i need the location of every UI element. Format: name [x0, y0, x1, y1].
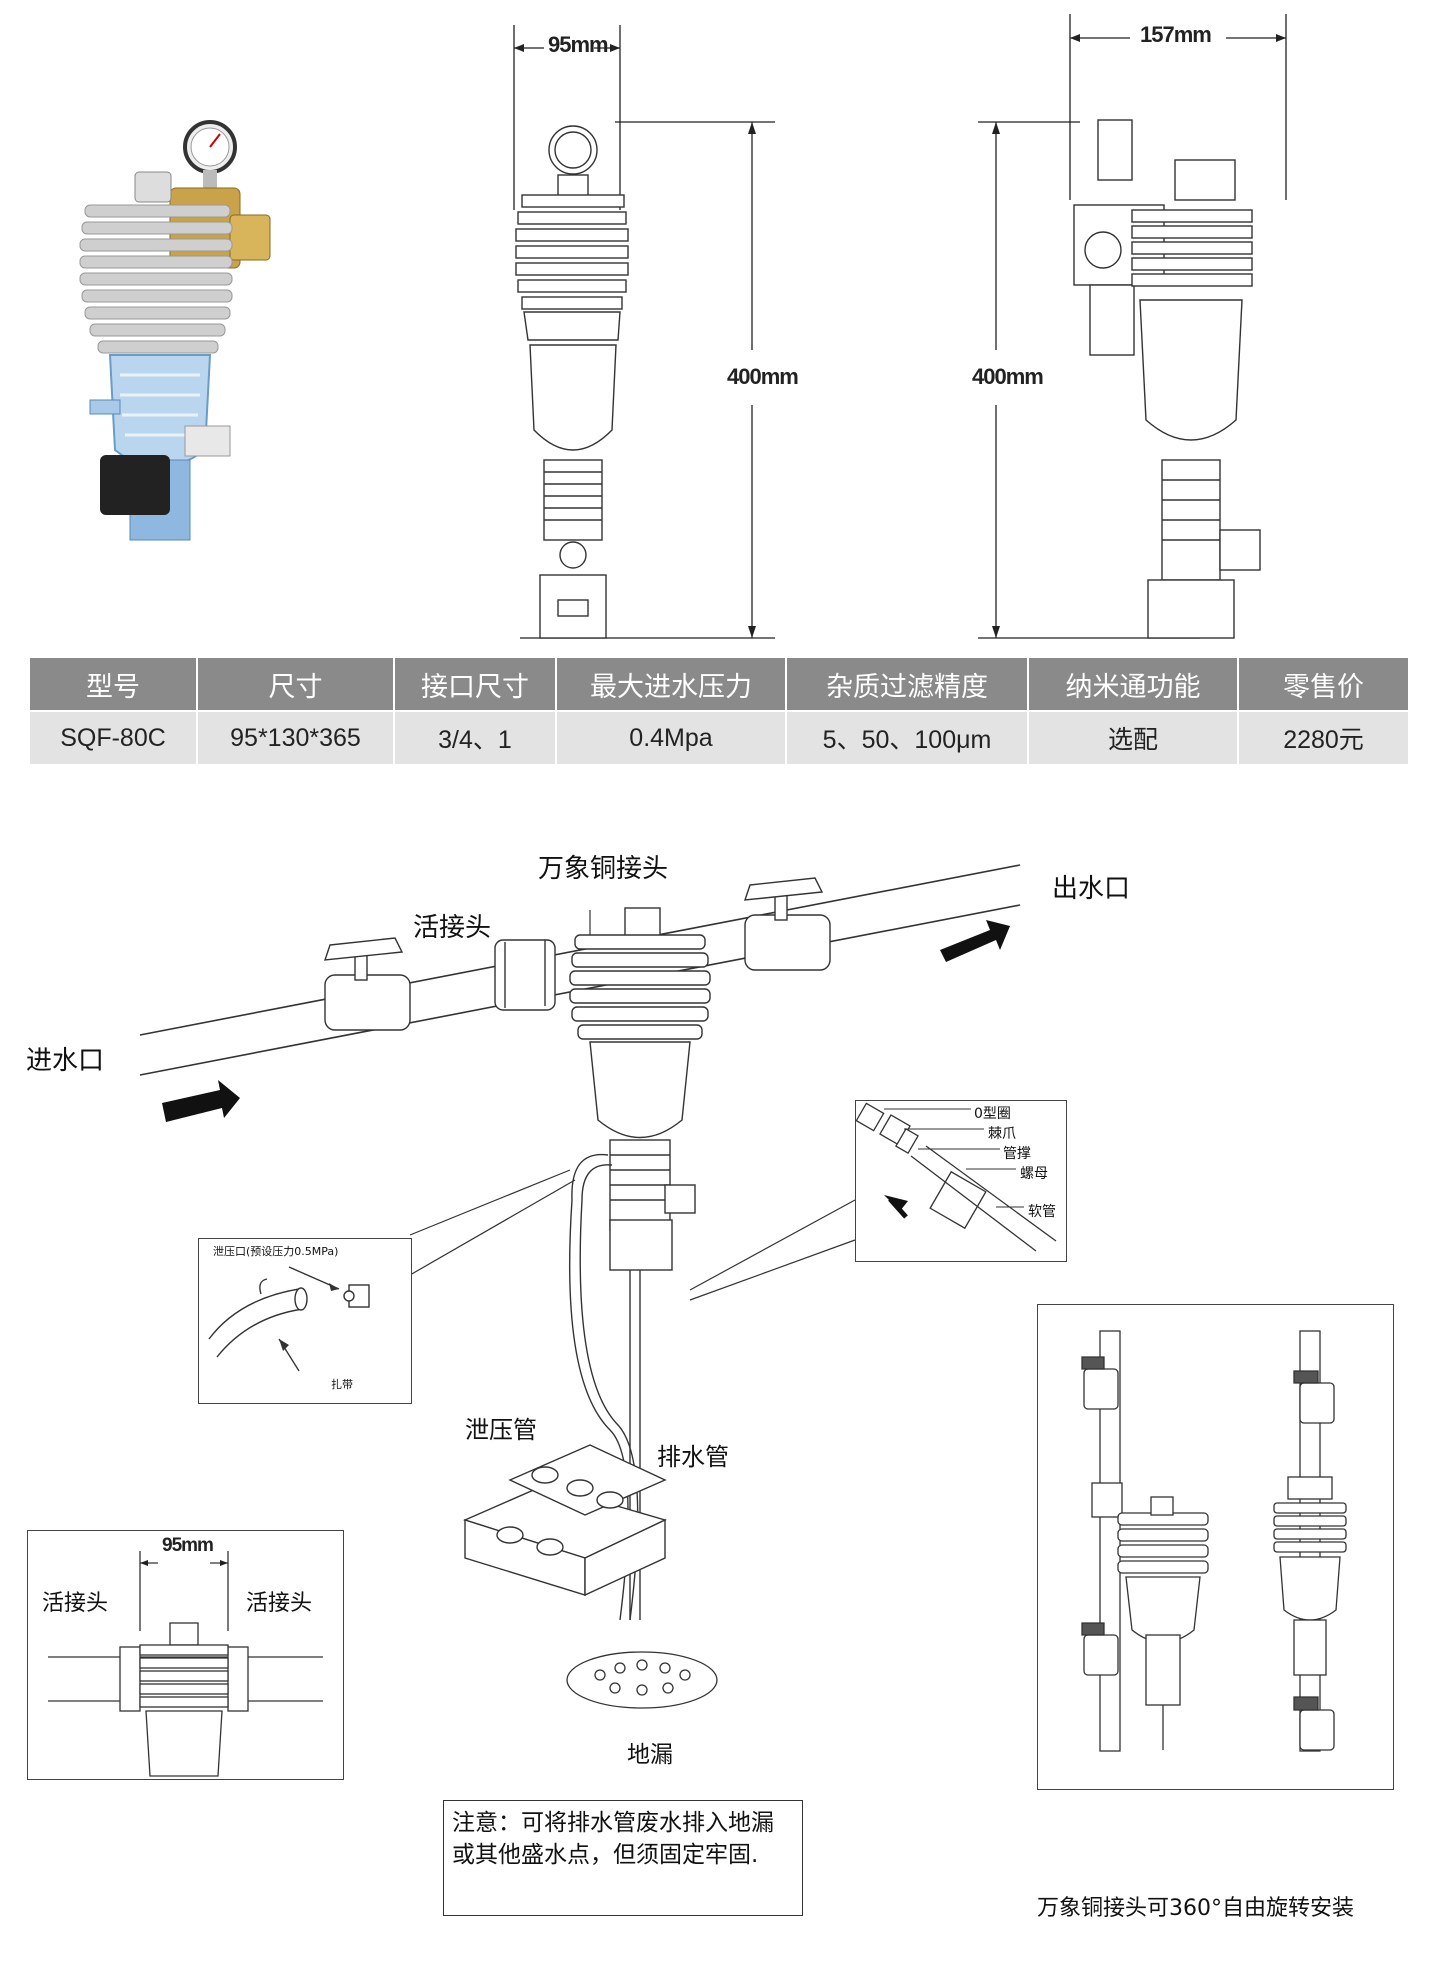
installation-diagram — [0, 820, 1440, 1720]
label-floor-drain: 地漏 — [627, 1742, 673, 1768]
relief-port-label: 泄压口(预设压力0.5MPa) — [213, 1245, 339, 1258]
cell-max-pressure: 0.4Mpa — [556, 710, 787, 764]
product-photo — [70, 110, 300, 640]
header-port-size: 接口尺寸 — [394, 658, 557, 711]
table-row: SQF-80C 95*130*365 3/4、1 0.4Mpa 5、50、100… — [30, 710, 1408, 764]
label-inlet: 进水口 — [26, 1046, 105, 1076]
front-view-drawing — [500, 0, 790, 650]
label-outlet: 出水口 — [1052, 874, 1131, 904]
label-universal-joint: 万象铜接头 — [538, 854, 669, 884]
side-view-drawing — [970, 0, 1300, 650]
cable-tie-label: 扎带 — [331, 1378, 353, 1391]
right-union-label: 活接头 — [246, 1591, 313, 1616]
nut-label: 螺母 — [1020, 1166, 1048, 1182]
union-width-dim: 95mm — [162, 1535, 214, 1556]
cell-port-size: 3/4、1 — [394, 710, 557, 764]
cell-price: 2280元 — [1238, 710, 1408, 764]
cell-filter-precision: 5、50、100μm — [786, 710, 1029, 764]
header-size: 尺寸 — [197, 658, 395, 711]
note-box: 注意：可将排水管废水排入地漏或其他盛水点，但须固定牢固. — [443, 1800, 803, 1916]
header-price: 零售价 — [1238, 658, 1408, 711]
header-max-pressure: 最大进水压力 — [556, 658, 787, 711]
barb-label: 棘爪 — [988, 1126, 1016, 1142]
cell-size: 95*130*365 — [197, 710, 395, 764]
rotation-caption: 万象铜接头可360°自由旋转安装 — [1037, 1896, 1354, 1921]
side-height-dim: 400mm — [972, 364, 1044, 389]
left-union-label: 活接头 — [42, 1591, 109, 1616]
header-model: 型号 — [30, 658, 198, 711]
label-drain-pipe: 排水管 — [657, 1443, 729, 1471]
label-relief-pipe: 泄压管 — [465, 1416, 537, 1444]
hose-label: 软管 — [1028, 1204, 1056, 1220]
spec-table: 型号 尺寸 接口尺寸 最大进水压力 杂质过滤精度 纳米通功能 零售价 SQF-8… — [30, 658, 1408, 764]
hose-detail-box: 0型圈 棘爪 管撑 螺母 软管 — [855, 1100, 1067, 1262]
note-text: 注意：可将排水管废水排入地漏或其他盛水点，但须固定牢固. — [452, 1810, 774, 1868]
label-union-joint: 活接头 — [413, 913, 492, 943]
spec-table-header: 型号 尺寸 接口尺寸 最大进水压力 杂质过滤精度 纳米通功能 零售价 — [30, 658, 1408, 711]
front-height-dim: 400mm — [727, 364, 799, 389]
cell-nano-function: 选配 — [1028, 710, 1239, 764]
o-ring-label: 0型圈 — [974, 1106, 1011, 1122]
relief-detail-box: 泄压口(预设压力0.5MPa) 扎带 — [198, 1238, 412, 1404]
pipe-support-label: 管撑 — [1003, 1146, 1031, 1162]
header-filter-precision: 杂质过滤精度 — [786, 658, 1029, 711]
cell-model: SQF-80C — [30, 710, 198, 764]
front-width-dim: 95mm — [548, 32, 609, 57]
rotation-detail-box — [1037, 1304, 1394, 1790]
side-width-dim: 157mm — [1140, 22, 1212, 47]
union-detail-box: 95mm 活接头 活接头 — [27, 1530, 344, 1780]
header-nano-function: 纳米通功能 — [1028, 658, 1239, 711]
